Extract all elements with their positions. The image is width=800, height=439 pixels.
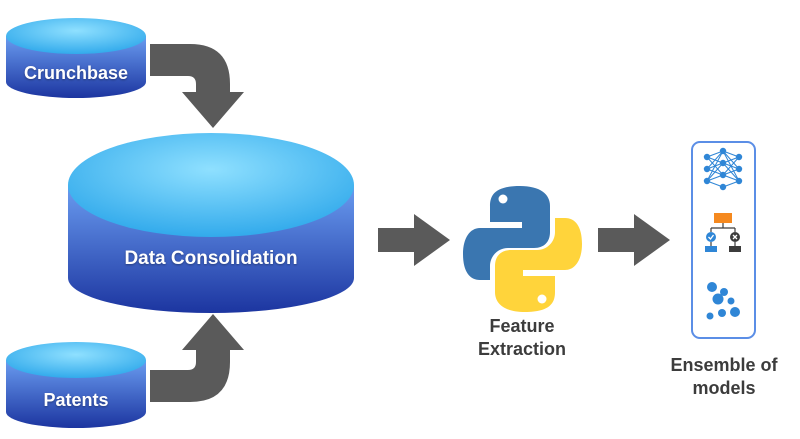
feature-extraction-label-line2: Extraction bbox=[477, 339, 567, 359]
clustering-icon bbox=[706, 282, 740, 320]
ensemble-panel bbox=[691, 141, 756, 339]
feature-extraction-label-line1: Feature bbox=[489, 316, 555, 336]
arrow-patents-to-consolidation-icon bbox=[150, 314, 244, 402]
data-consolidation-label: Data Consolidation bbox=[124, 248, 298, 269]
arrow-crunchbase-to-consolidation-icon bbox=[150, 44, 244, 128]
ensemble-label-line1: Ensemble of bbox=[670, 355, 778, 375]
neural-network-nodes-icon bbox=[703, 147, 743, 191]
arrow-to-ensemble-icon bbox=[598, 214, 670, 266]
crunchbase-label: Crunchbase bbox=[23, 63, 129, 83]
decision-tree-icon bbox=[705, 213, 741, 252]
crunchbase-database-icon bbox=[6, 18, 146, 98]
python-logo-icon bbox=[463, 186, 582, 312]
patents-database-icon bbox=[6, 342, 146, 428]
arrow-to-feature-extraction-icon bbox=[378, 214, 450, 266]
patents-label: Patents bbox=[43, 390, 109, 410]
ensemble-label-line2: models bbox=[692, 378, 756, 398]
consolidation-database-icon bbox=[68, 133, 354, 313]
